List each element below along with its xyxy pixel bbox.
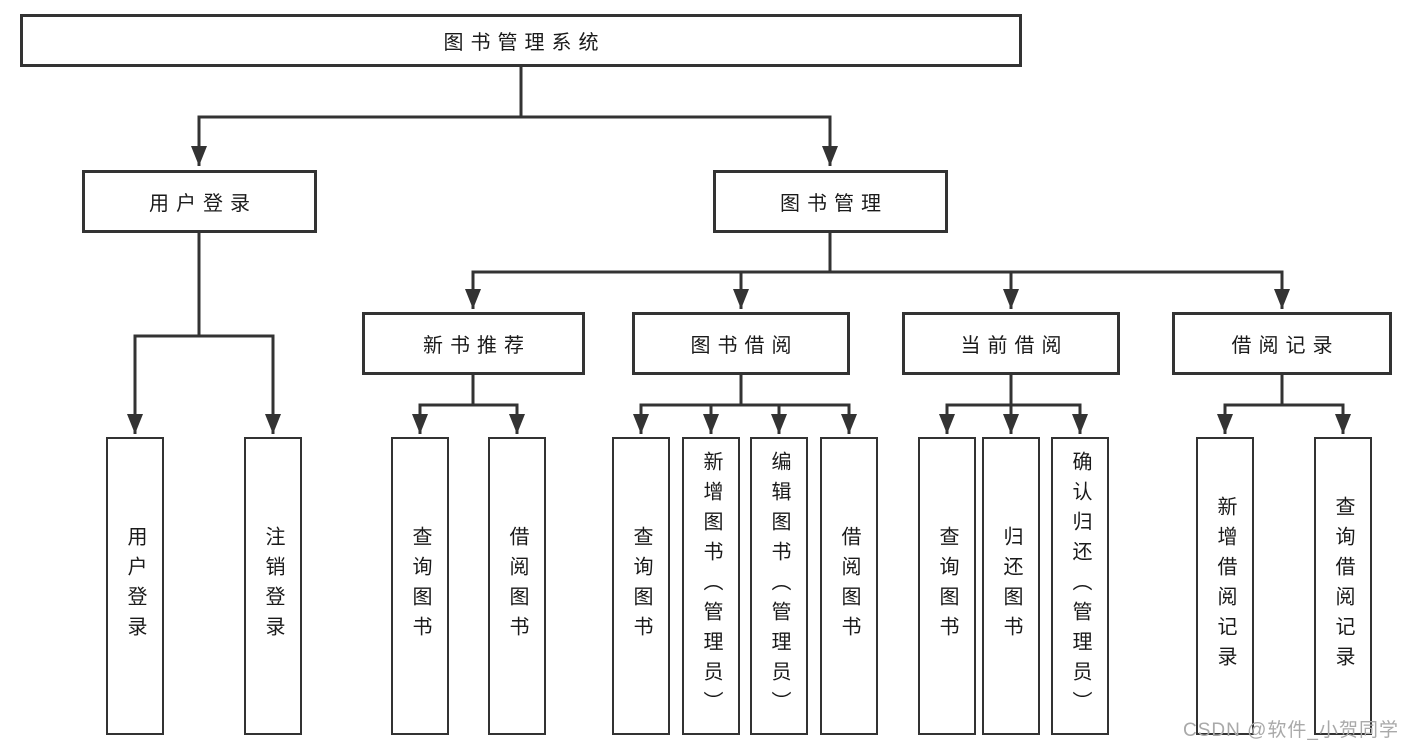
node-user-login: 用户登录 [82, 170, 317, 233]
leaf-add-book-admin: 新增图书（管理员） [682, 437, 740, 735]
node-new-book-recommend: 新书推荐 [362, 312, 585, 375]
connector-new-book-recommend-bus [418, 375, 519, 407]
leaf-query-book-borrow: 查询图书 [612, 437, 670, 735]
leaf-query-borrow-record: 查询借阅记录 [1314, 437, 1372, 735]
leaf-borrow-book: 借阅图书 [820, 437, 878, 735]
node-book-borrow: 图书借阅 [632, 312, 850, 375]
csdn-watermark: CSDN @软件_小贺同学 [1183, 720, 1399, 741]
leaf-borrow-book-recommend: 借阅图书 [488, 437, 546, 735]
node-book-management: 图书管理 [713, 170, 948, 233]
leaf-query-book-current: 查询图书 [918, 437, 976, 735]
connector-book-management-bus [471, 233, 1284, 274]
leaf-query-book-recommend: 查询图书 [391, 437, 449, 735]
leaf-add-borrow-record: 新增借阅记录 [1196, 437, 1254, 735]
connector-user-login-bus [133, 233, 275, 338]
node-current-borrow: 当前借阅 [902, 312, 1120, 375]
connector-root-bus [197, 67, 832, 119]
connector-borrow-record-bus [1223, 375, 1345, 407]
node-root: 图书管理系统 [20, 14, 1022, 67]
leaf-confirm-return-admin: 确认归还（管理员） [1051, 437, 1109, 735]
leaf-return-book: 归还图书 [982, 437, 1040, 735]
node-borrow-record: 借阅记录 [1172, 312, 1392, 375]
connector-current-borrow-bus [945, 375, 1082, 407]
leaf-logout-login: 注销登录 [244, 437, 302, 735]
connector-book-borrow-bus [639, 375, 851, 407]
leaf-edit-book-admin: 编辑图书（管理员） [750, 437, 808, 735]
leaf-user-login: 用户登录 [106, 437, 164, 735]
